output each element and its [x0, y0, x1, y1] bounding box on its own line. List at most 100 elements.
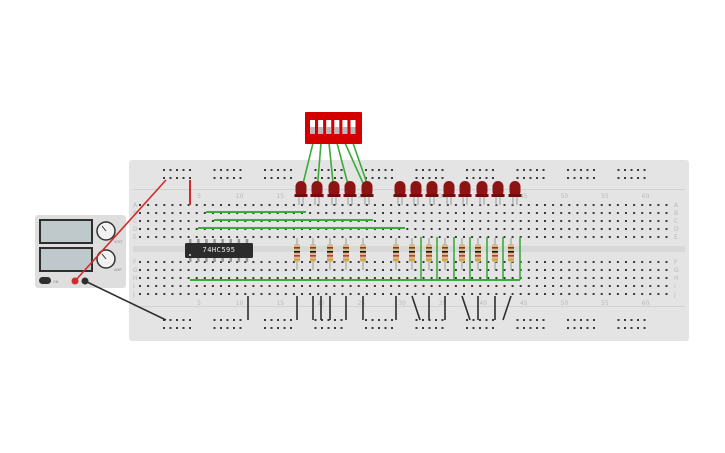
leds[interactable]: [294, 181, 522, 205]
dip-toggle-lever: [310, 127, 315, 134]
column-label: 30: [398, 300, 406, 307]
row-label: G: [133, 267, 138, 274]
column-label: 15: [276, 300, 284, 307]
row-label: A: [674, 202, 679, 209]
psu-amp-label: AMP: [114, 268, 122, 272]
resistor[interactable]: [409, 238, 415, 270]
led[interactable]: [294, 181, 308, 205]
breadboard-holes[interactable]: [139, 169, 668, 329]
shift-register-chip[interactable]: [185, 239, 253, 262]
led[interactable]: [360, 181, 374, 205]
power-supply[interactable]: ON VOLT AMP: [35, 215, 126, 288]
column-label: 10: [236, 193, 244, 200]
dip-toggle-lever: [334, 127, 340, 134]
wire-black-ground[interactable]: [411, 295, 421, 321]
column-label: 40: [479, 300, 487, 307]
row-label: I: [674, 283, 676, 290]
resistor[interactable]: [360, 238, 366, 270]
resistor[interactable]: [508, 238, 514, 270]
column-label: 55: [601, 300, 609, 307]
chip-pin: [245, 258, 249, 262]
voltage-display: [39, 219, 93, 244]
column-label: 60: [642, 193, 650, 200]
column-label: 5: [197, 193, 201, 200]
led[interactable]: [310, 181, 324, 205]
psu-volt-label: VOLT: [114, 240, 124, 244]
resistor[interactable]: [426, 238, 432, 270]
row-label: J: [673, 291, 676, 298]
row-label: C: [133, 218, 137, 225]
chip-pin: [197, 258, 200, 262]
led[interactable]: [343, 181, 357, 205]
chip-pin: [197, 239, 200, 243]
bottom-rail-separator: [133, 306, 685, 307]
dip-toggle-lever: [342, 127, 348, 134]
led[interactable]: [327, 181, 341, 205]
row-label: H: [674, 275, 679, 282]
black-ground-wires[interactable]: [247, 295, 512, 321]
led[interactable]: [491, 181, 505, 205]
resistor[interactable]: [442, 238, 448, 270]
chip-pin: [205, 239, 208, 243]
current-display: [39, 247, 93, 272]
led[interactable]: [425, 181, 439, 205]
row-label: C: [674, 218, 678, 225]
resistor[interactable]: [310, 238, 316, 270]
row-label: D: [133, 226, 138, 233]
chip-pin: [245, 239, 249, 243]
column-label: 55: [601, 193, 609, 200]
wire-red-supply[interactable]: [74, 179, 167, 282]
led[interactable]: [475, 181, 489, 205]
row-label: G: [674, 267, 679, 274]
column-label: 5: [197, 300, 201, 307]
led[interactable]: [409, 181, 423, 205]
chip-pin: [213, 258, 216, 262]
row-label: E: [674, 234, 678, 241]
chip-pin: [237, 258, 241, 262]
resistor[interactable]: [294, 238, 300, 270]
resistor[interactable]: [459, 238, 465, 270]
resistor[interactable]: [393, 238, 399, 270]
chip-pin: [237, 239, 241, 243]
wire-black-ground[interactable]: [461, 295, 471, 321]
dip-toggle-lever: [318, 127, 324, 134]
top-rail-separator: [133, 189, 685, 190]
row-label: F: [133, 259, 137, 266]
psu-on-label: ON: [53, 280, 59, 284]
chip-pin: [221, 239, 224, 243]
column-label: 35: [439, 300, 447, 307]
dip-switch[interactable]: [305, 112, 362, 144]
resistor[interactable]: [475, 238, 481, 270]
row-label: E: [133, 234, 137, 241]
column-label: 25: [358, 300, 366, 307]
row-label: B: [674, 210, 678, 217]
column-label: 45: [520, 300, 528, 307]
wire-black-ground[interactable]: [502, 295, 512, 321]
column-label: 50: [561, 300, 569, 307]
wire-black-supply[interactable]: [84, 280, 167, 321]
power-switch[interactable]: [39, 277, 51, 284]
column-label: 50: [561, 193, 569, 200]
green-jumper-wires[interactable]: [420, 237, 521, 280]
chip-pin: [205, 258, 208, 262]
resistor[interactable]: [327, 238, 333, 270]
chip-pin: [189, 258, 192, 262]
row-label: A: [133, 202, 138, 209]
row-label: I: [133, 283, 135, 290]
chip-pin: [221, 258, 224, 262]
led[interactable]: [442, 181, 456, 205]
chip-pin: [189, 239, 192, 243]
resistor[interactable]: [343, 238, 349, 270]
row-label: F: [674, 259, 678, 266]
column-label: 10: [236, 300, 244, 307]
column-label: 45: [520, 193, 528, 200]
row-label: D: [674, 226, 679, 233]
row-label: J: [132, 291, 135, 298]
led[interactable]: [458, 181, 472, 205]
resistors[interactable]: [294, 238, 514, 270]
led[interactable]: [508, 181, 522, 205]
dip-toggle-lever: [326, 127, 332, 134]
resistor[interactable]: [492, 238, 498, 270]
led[interactable]: [393, 181, 407, 205]
